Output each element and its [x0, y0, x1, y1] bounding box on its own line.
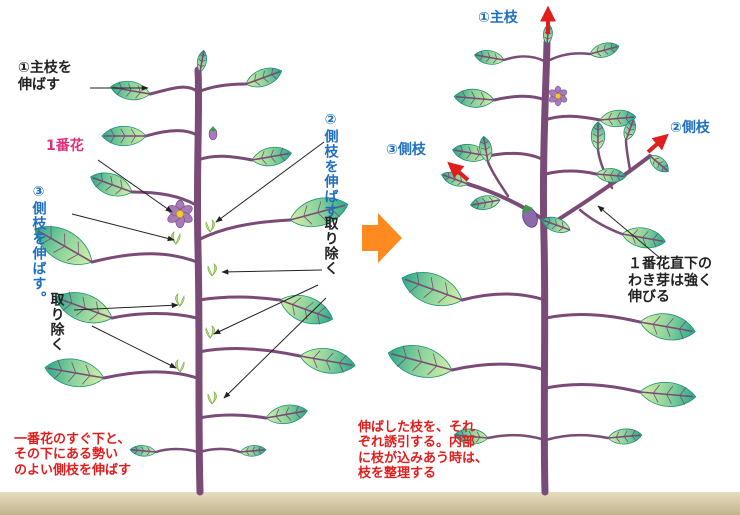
branch [460, 292, 547, 302]
leaf [639, 313, 696, 341]
bud-note-leader [597, 205, 661, 259]
branch [492, 94, 547, 102]
leaf [129, 445, 157, 457]
leaf [473, 50, 505, 65]
branch [148, 85, 200, 96]
leaf [599, 109, 637, 128]
leaf [541, 216, 571, 233]
caption-right: 伸ばした枝を、それ ぞれ誘引する。内部 に枝が込みあう時は、 枝を整理する [358, 420, 489, 481]
leaf [55, 291, 113, 324]
leaf [607, 428, 643, 445]
leaf [453, 428, 489, 445]
sprout [207, 391, 217, 405]
branch [90, 252, 199, 264]
branch [196, 82, 248, 94]
branch [486, 160, 510, 198]
leaf [595, 168, 627, 183]
plant-after [387, 23, 697, 496]
main-branch-label: ①主枝を 伸ばす [18, 60, 72, 93]
leaf [110, 80, 151, 101]
sprout [175, 293, 185, 307]
leaf [196, 49, 207, 73]
leaf [299, 348, 356, 374]
sprout [205, 325, 215, 339]
side-branch-2 [543, 154, 652, 230]
leaf [589, 42, 620, 58]
caption-left: 一番花のすぐ下と、 その下にある勢い のよい側枝を伸ばす [14, 432, 132, 478]
leaf [590, 121, 606, 151]
leaf [44, 358, 105, 387]
leaf [621, 227, 666, 249]
side-branch-3-arrow [447, 161, 470, 182]
remove-label-left: 取り除く [48, 292, 65, 352]
first-flower [167, 199, 193, 229]
leaf [101, 125, 147, 147]
leaf [479, 135, 493, 163]
branch [544, 383, 642, 394]
leaf [639, 381, 697, 407]
main-stem [539, 38, 551, 496]
leaf [279, 294, 334, 325]
branch [144, 129, 199, 138]
branch [544, 169, 598, 176]
ground [0, 492, 740, 515]
leaf [387, 345, 453, 378]
side-branch-2-arrow [646, 133, 669, 154]
branch [196, 154, 254, 162]
leaf [401, 271, 463, 307]
branch [197, 347, 302, 358]
flower [548, 85, 568, 107]
sprout [175, 359, 185, 373]
bud-note-label: １番花直下の わき芽は強く 伸びる [628, 256, 712, 306]
leaf [452, 143, 489, 162]
first-flower-label: 1番花 [46, 138, 84, 154]
branch [544, 313, 642, 324]
eggplant-fruit [521, 204, 538, 228]
branch [502, 55, 548, 64]
leaf [453, 88, 495, 108]
side-branch-3-label-right: ③側枝 [386, 142, 426, 158]
side-branch-2-label-right: ②側枝 [670, 120, 710, 136]
leaf [623, 118, 636, 141]
branch [154, 447, 200, 454]
sprout [207, 263, 217, 277]
branch [486, 151, 546, 162]
leader-lines-left [71, 85, 327, 399]
branch [198, 447, 242, 454]
leaf [251, 146, 292, 167]
branch [196, 218, 292, 242]
branch [130, 190, 198, 207]
branch [544, 434, 610, 442]
branch [486, 434, 547, 442]
leaf [245, 67, 283, 88]
branch [543, 114, 602, 122]
plant-before [34, 49, 356, 496]
branch [197, 413, 268, 420]
leaf [649, 155, 669, 173]
side-branch-3-label: ③側枝を伸ばす。 [30, 184, 47, 306]
branch [624, 138, 632, 172]
branch [197, 295, 282, 302]
remove-label-right: 取り除く [322, 216, 339, 276]
leaf [469, 195, 501, 210]
sprout [171, 231, 181, 245]
side-branch-2-label: ②側枝を伸ばす [322, 112, 339, 219]
branch [450, 362, 547, 372]
branch [544, 52, 592, 64]
main-branch-label-right: ①主枝 [478, 10, 518, 26]
transition-arrow [362, 213, 402, 263]
leaf [34, 225, 93, 265]
branch [578, 208, 624, 236]
leaf [289, 197, 349, 228]
branch [110, 312, 199, 320]
main-stem [193, 66, 204, 496]
leaf [90, 172, 133, 197]
leaf [239, 445, 267, 457]
sprout [205, 219, 215, 233]
flower-bud [208, 126, 218, 141]
branch [102, 370, 199, 380]
leaf [265, 404, 308, 425]
